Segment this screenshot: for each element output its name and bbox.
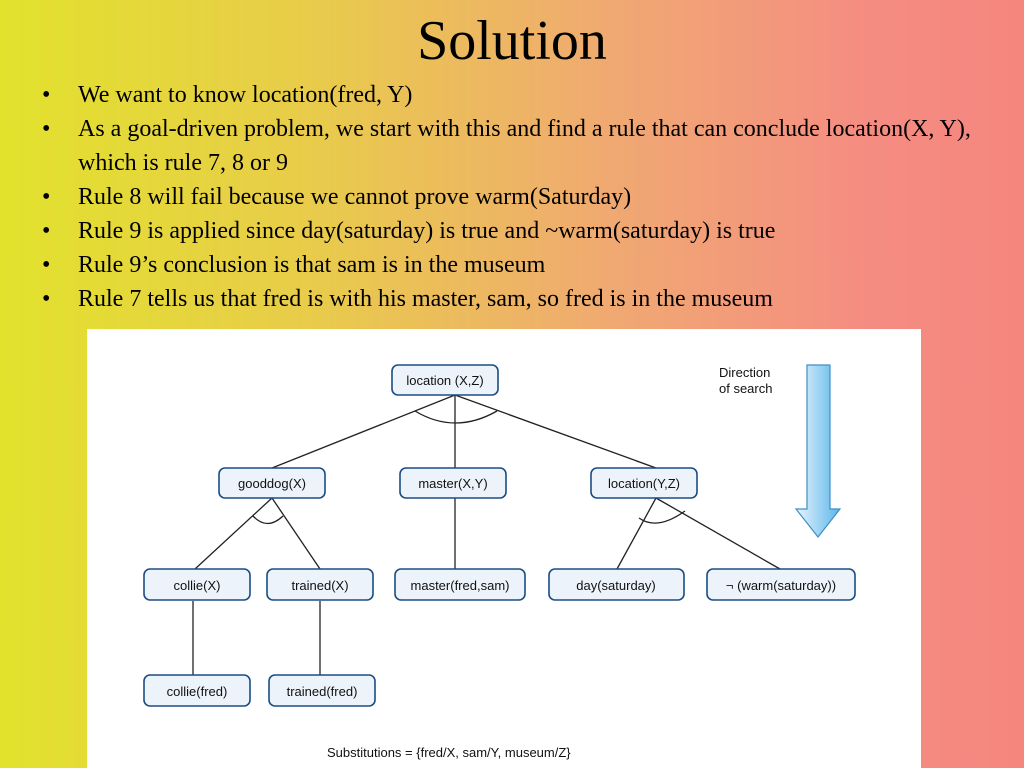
node-label: master(fred,sam) <box>411 578 510 593</box>
edge-gooddog-collie <box>194 497 273 570</box>
edge-gooddog-trained <box>271 497 321 570</box>
and-arc-root <box>414 410 498 424</box>
node-master-fred-sam: master(fred,sam) <box>394 568 526 601</box>
and-arc-location-yz <box>638 510 686 524</box>
bullet-item: • We want to know location(fred, Y) <box>38 78 998 112</box>
and-or-graph: location (X,Z) gooddog(X) master(X,Y) lo… <box>143 364 856 760</box>
node-root: location (X,Z) <box>391 364 499 396</box>
node-gooddog: gooddog(X) <box>218 467 326 499</box>
bullet-marker: • <box>42 252 51 278</box>
bullet-item: • Rule 8 will fail because we cannot prov… <box>38 180 998 214</box>
and-or-graph-figure: location (X,Z) gooddog(X) master(X,Y) lo… <box>87 329 921 768</box>
node-label: ¬ (warm(saturday)) <box>726 578 836 593</box>
edge-location-yz-not-warm <box>655 497 781 570</box>
substitutions-caption: Substitutions = {fred/X, sam/Y, museum/Z… <box>327 745 571 760</box>
node-day-saturday: day(saturday) <box>548 568 685 601</box>
node-label: location (X,Z) <box>406 373 483 388</box>
node-trained: trained(X) <box>266 568 374 601</box>
bullet-text: Rule 8 will fail because we cannot prove… <box>78 184 632 210</box>
direction-arrow-icon <box>794 364 842 538</box>
bullet-item: • As a goal-driven problem, we start with… <box>38 112 998 180</box>
bullet-marker: • <box>42 218 51 244</box>
bullet-list: • We want to know location(fred, Y) • As a… <box>38 78 998 316</box>
node-label: location(Y,Z) <box>608 476 680 491</box>
bullet-item: • Rule 9’s conclusion is that sam is in t… <box>38 248 998 282</box>
node-label: collie(X) <box>174 578 221 593</box>
bullet-marker: • <box>42 184 51 210</box>
graph-edges <box>192 394 781 675</box>
edge-root-location-yz <box>454 394 657 469</box>
bullet-item: • Rule 9 is applied since day(saturday) i… <box>38 214 998 248</box>
bullet-text: Rule 9’s conclusion is that sam is in th… <box>78 252 546 278</box>
and-arc-gooddog <box>252 515 284 525</box>
edge-root-gooddog <box>271 394 456 469</box>
edge-location-yz-day <box>616 497 657 570</box>
node-label: trained(fred) <box>287 684 358 699</box>
bullet-item: • Rule 7 tells us that fred is with his m… <box>38 282 998 316</box>
bullet-text: Rule 7 tells us that fred is with his ma… <box>78 286 773 312</box>
bullet-text: Rule 9 is applied since day(saturday) is… <box>78 218 776 244</box>
node-label: day(saturday) <box>576 578 655 593</box>
bullet-marker: • <box>42 286 51 312</box>
node-label: trained(X) <box>291 578 348 593</box>
node-trained-fred: trained(fred) <box>268 674 376 707</box>
bullet-text: As a goal-driven problem, we start with … <box>78 116 971 176</box>
node-collie-fred: collie(fred) <box>143 674 251 707</box>
bullet-text: We want to know location(fred, Y) <box>78 82 413 108</box>
node-master: master(X,Y) <box>399 467 507 499</box>
node-label: master(X,Y) <box>418 476 487 491</box>
bullet-marker: • <box>42 82 51 108</box>
bullet-marker: • <box>42 116 51 142</box>
node-label: gooddog(X) <box>238 476 306 491</box>
node-label: collie(fred) <box>167 684 228 699</box>
node-collie: collie(X) <box>143 568 251 601</box>
node-location-yz: location(Y,Z) <box>590 467 698 499</box>
node-not-warm: ¬ (warm(saturday)) <box>706 568 856 601</box>
direction-label-line1: Direction <box>719 365 770 380</box>
slide-title: Solution <box>417 10 607 72</box>
direction-label-line2: of search <box>719 381 772 396</box>
